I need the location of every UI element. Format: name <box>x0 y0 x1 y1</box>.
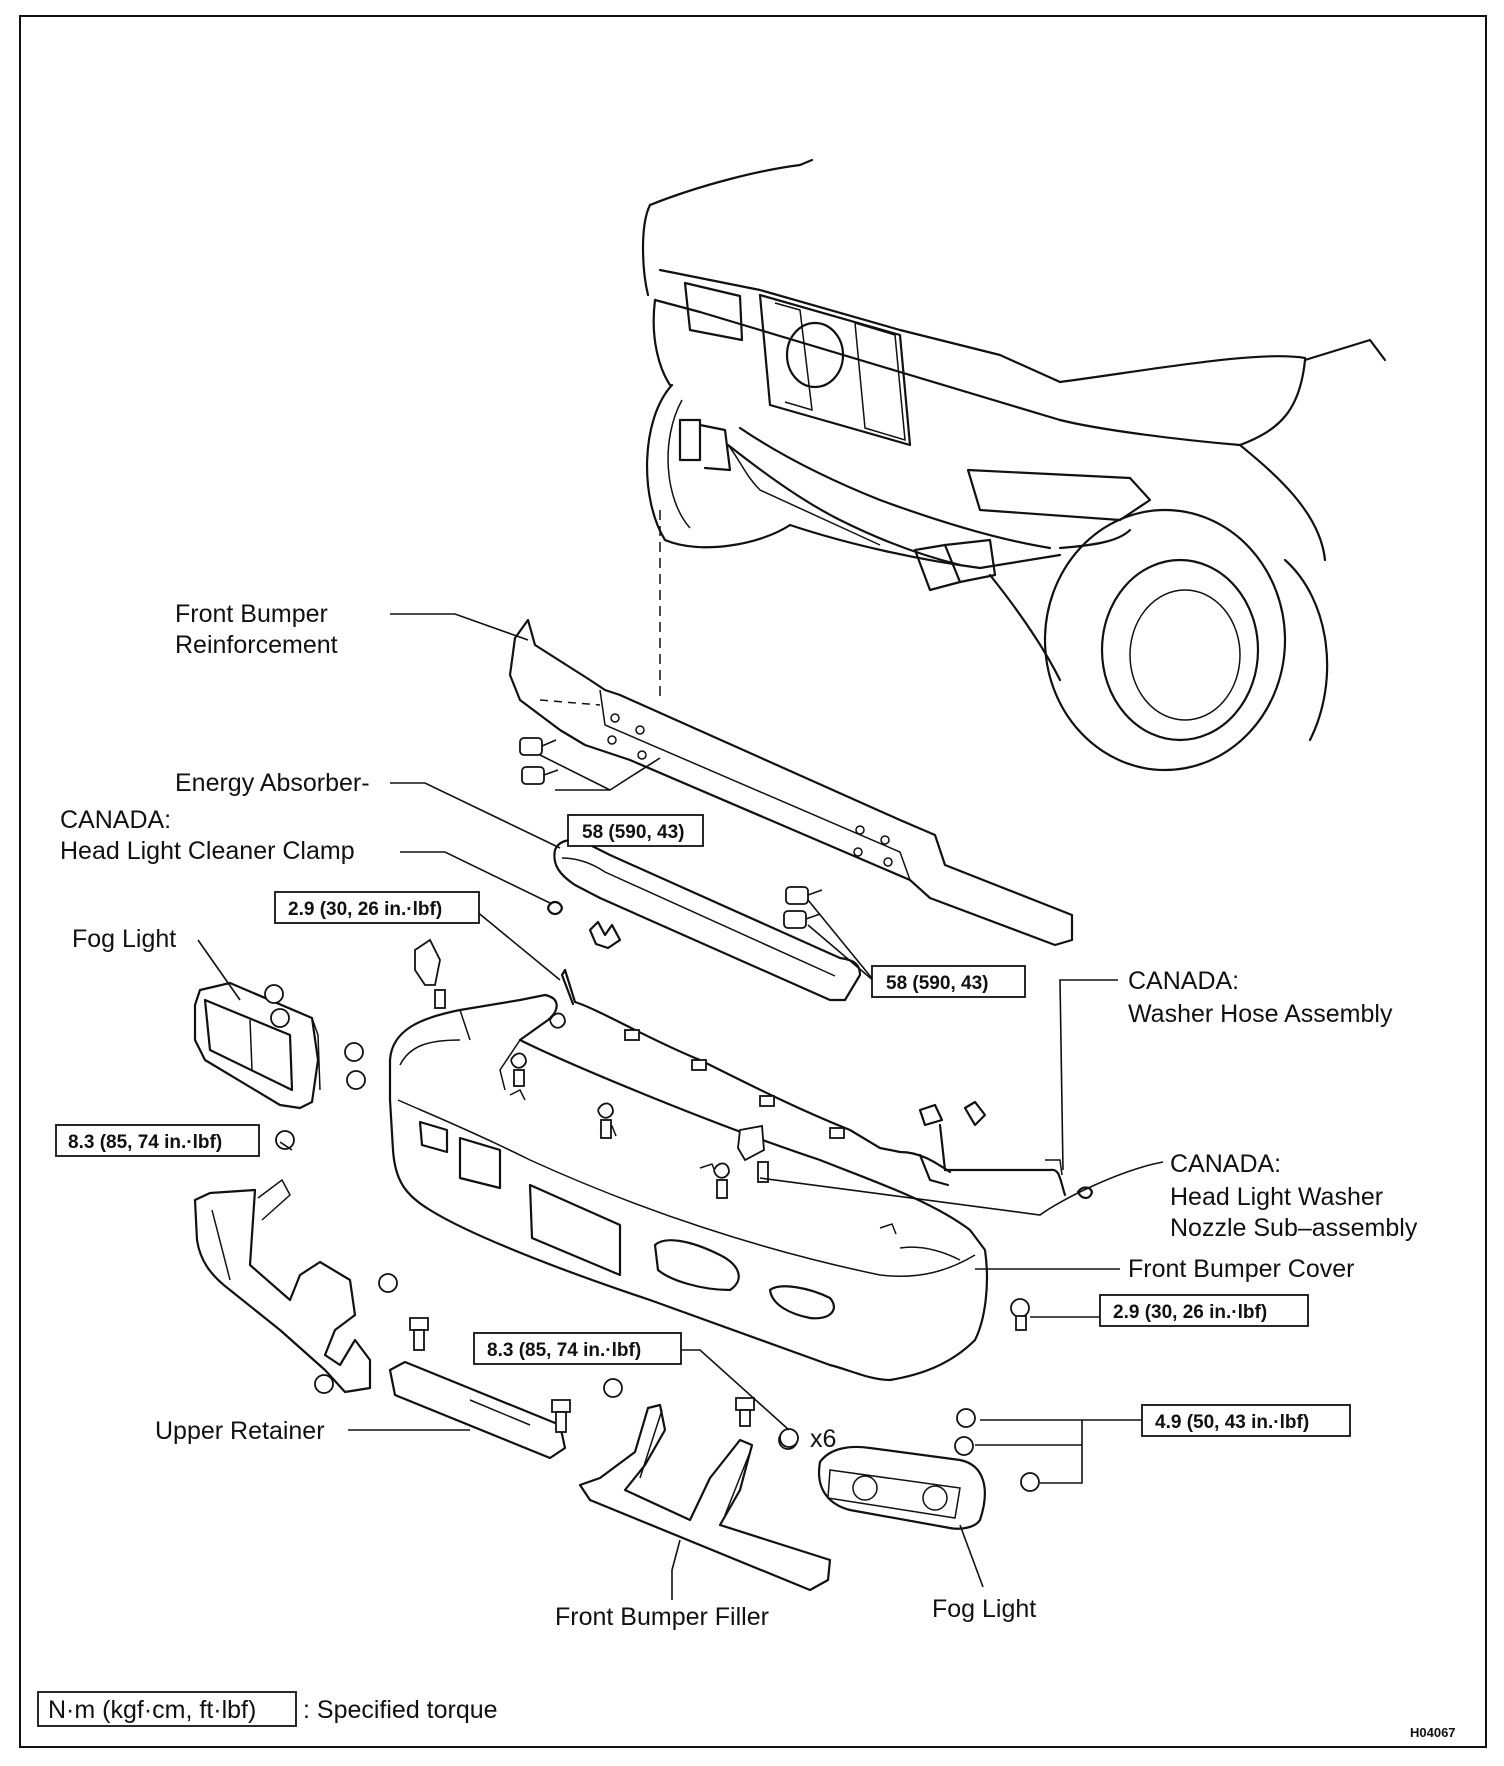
svg-text:4.9 (50, 43 in.·lbf): 4.9 (50, 43 in.·lbf) <box>1155 1412 1309 1433</box>
torque-fog-light-right: 4.9 (50, 43 in.·lbf) <box>1141 1404 1351 1437</box>
upper-retainer <box>193 1178 567 1460</box>
front-bumper-reinforcement <box>508 618 1074 947</box>
label-fog-light-right: Fog Light <box>932 1595 1036 1623</box>
legend-unit-box: N·m (kgf·cm, ft·lbf) <box>48 1696 256 1724</box>
label-energy-absorber: Energy Absorber- <box>175 769 370 797</box>
label-front-bumper-filler: Front Bumper Filler <box>555 1603 769 1631</box>
fog-light-left <box>193 981 366 1150</box>
front-bumper-filler <box>578 1403 832 1592</box>
label-washer-hose-2: Washer Hose Assembly <box>1128 1000 1393 1028</box>
label-front-bumper-reinforcement-1: Front Bumper <box>175 600 328 628</box>
leader-lines <box>197 613 1164 1600</box>
front-bumper-cover <box>388 993 989 1382</box>
washer-hose-assembly <box>560 968 1094 1200</box>
svg-text:8.3 (85, 74 in.·lbf): 8.3 (85, 74 in.·lbf) <box>68 1132 222 1153</box>
svg-text:58 (590, 43): 58 (590, 43) <box>582 822 684 843</box>
svg-text:58 (590, 43): 58 (590, 43) <box>886 973 988 994</box>
label-front-bumper-reinforcement-2: Reinforcement <box>175 631 338 659</box>
label-x6: x6 <box>810 1425 836 1453</box>
filler-nut-x6 <box>779 1428 799 1448</box>
label-front-bumper-cover: Front Bumper Cover <box>1128 1255 1354 1283</box>
cover-fasteners <box>414 938 1030 1331</box>
head-light-cleaner-clamp <box>546 900 622 950</box>
energy-absorber <box>553 839 862 1002</box>
torque-bumper-filler: 8.3 (85, 74 in.·lbf) <box>473 1332 682 1365</box>
label-washer-nozzle-3: Nozzle Sub–assembly <box>1170 1214 1418 1242</box>
torque-reinforcement-left: 58 (590, 43) <box>567 814 704 847</box>
svg-text:2.9 (30, 26 in.·lbf): 2.9 (30, 26 in.·lbf) <box>1113 1302 1267 1323</box>
label-cleaner-clamp-2: Head Light Cleaner Clamp <box>60 837 355 865</box>
reinforcement-bolts-left <box>519 737 559 785</box>
svg-text:8.3 (85, 74 in.·lbf): 8.3 (85, 74 in.·lbf) <box>487 1340 641 1361</box>
vehicle-front-body <box>641 158 1387 772</box>
label-washer-nozzle-1: CANADA: <box>1170 1150 1281 1178</box>
reinforcement-bolts-right <box>783 886 823 929</box>
fog-light-right <box>817 1408 1040 1530</box>
label-washer-nozzle-2: Head Light Washer <box>1170 1183 1383 1211</box>
label-fog-light-left: Fog Light <box>72 925 176 953</box>
torque-fog-light-left: 8.3 (85, 74 in.·lbf) <box>55 1124 260 1157</box>
figure-frame <box>19 15 1487 1748</box>
torque-bumper-cover: 2.9 (30, 26 in.·lbf) <box>1099 1294 1309 1327</box>
legend-specified-torque: N·m (kgf·cm, ft·lbf) : Specified torque <box>37 1691 498 1727</box>
figure-code: H04067 <box>1410 1725 1456 1740</box>
legend-description: : Specified torque <box>303 1696 498 1724</box>
label-cleaner-clamp-1: CANADA: <box>60 806 171 834</box>
label-washer-hose-1: CANADA: <box>1128 967 1239 995</box>
label-upper-retainer: Upper Retainer <box>155 1417 325 1445</box>
torque-reinforcement-right: 58 (590, 43) <box>871 965 1026 998</box>
svg-text:2.9 (30, 26 in.·lbf): 2.9 (30, 26 in.·lbf) <box>288 899 442 920</box>
torque-cleaner-clamp: 2.9 (30, 26 in.·lbf) <box>274 891 480 924</box>
